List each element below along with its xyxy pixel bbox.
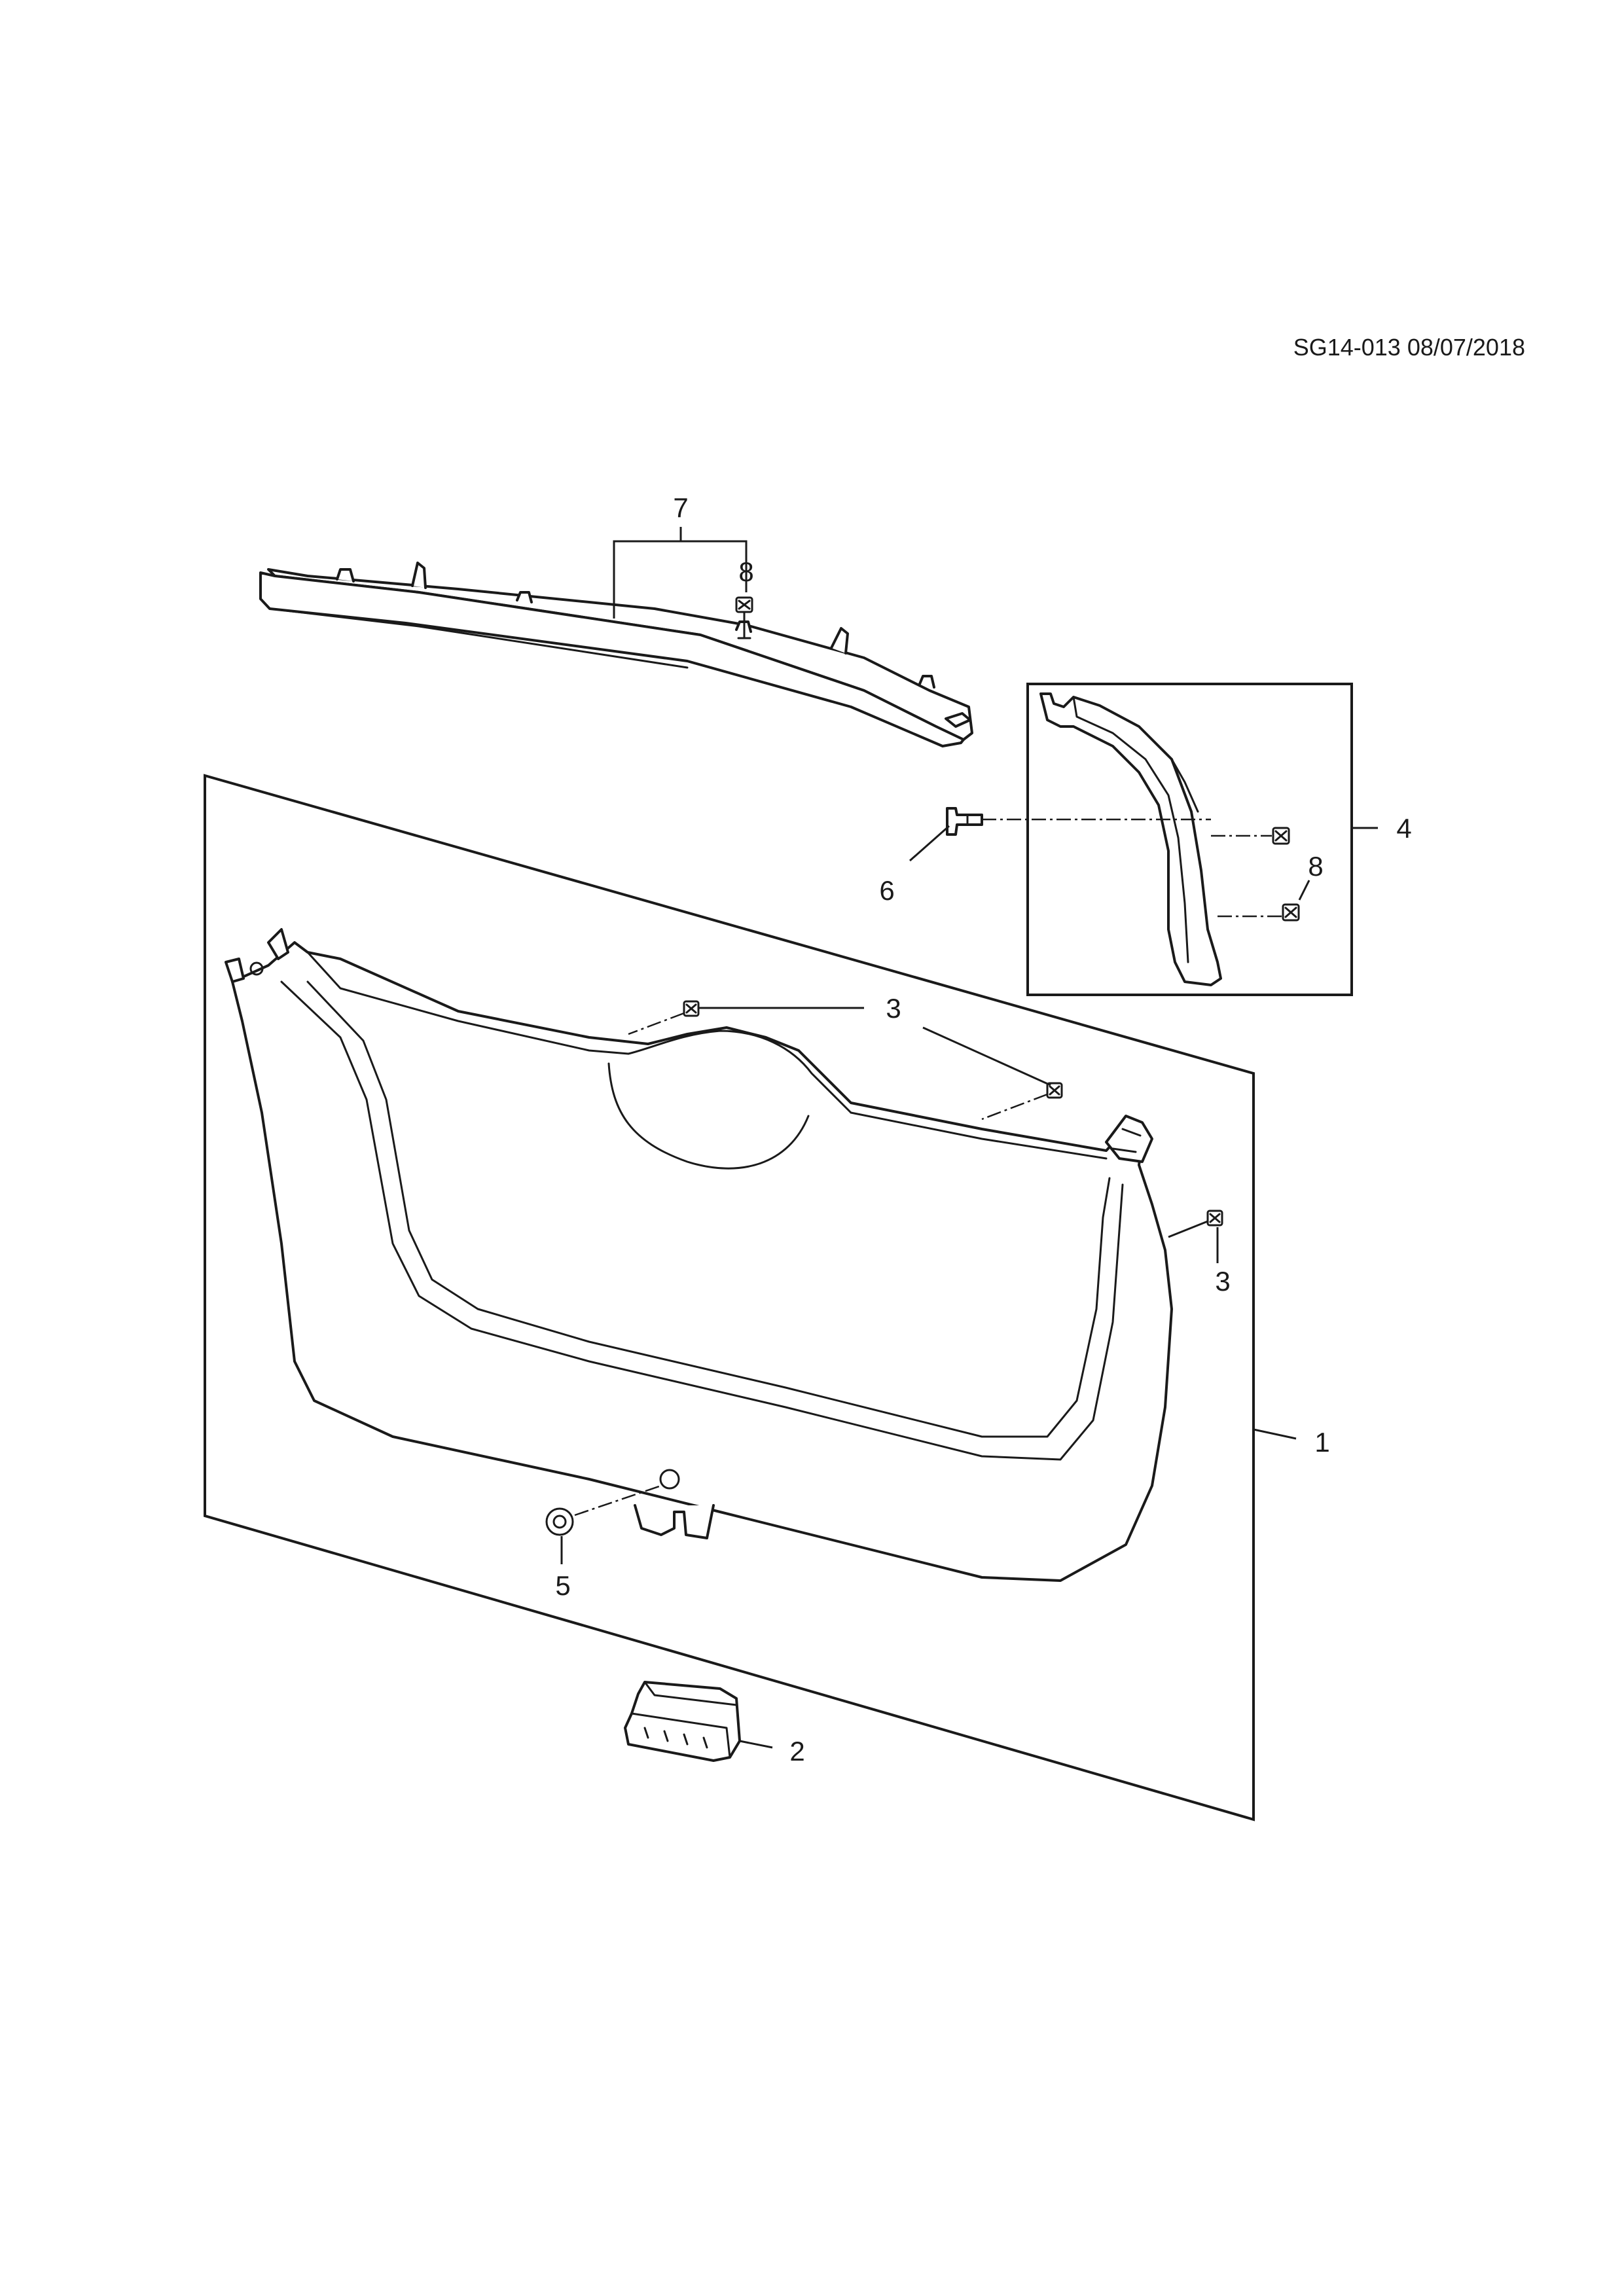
callout-3-leader-b bbox=[922, 1026, 1051, 1086]
side-trim-detail-box bbox=[1026, 683, 1353, 996]
callout-2: 2 bbox=[789, 1736, 804, 1767]
callout-3-upper: 3 bbox=[886, 993, 901, 1024]
callout-1: 1 bbox=[1314, 1427, 1329, 1458]
tailgate-panel-frame bbox=[204, 774, 1255, 1821]
callout-3-side: 3 bbox=[1215, 1266, 1230, 1297]
callout-6-leader bbox=[909, 825, 950, 862]
clip-8-side-upper bbox=[1211, 827, 1290, 845]
callout-2-leader bbox=[739, 1740, 773, 1749]
clip-3-side bbox=[1168, 1210, 1223, 1238]
callout-5: 5 bbox=[555, 1570, 570, 1601]
clip-3-left bbox=[628, 1000, 700, 1035]
callout-4: 4 bbox=[1396, 813, 1411, 844]
clip-8-side-lower bbox=[1218, 903, 1300, 922]
callout-7: 7 bbox=[673, 492, 688, 523]
callout-8-side: 8 bbox=[1308, 851, 1323, 882]
upper-trim-strip bbox=[259, 562, 973, 747]
callout-1-leader bbox=[1253, 1428, 1297, 1440]
drawing-reference: SG14-013 08/07/2018 bbox=[1293, 334, 1525, 361]
callout-8-upper: 8 bbox=[738, 556, 753, 587]
callout-6: 6 bbox=[879, 875, 894, 906]
tailgate-trim-panel bbox=[225, 928, 1173, 1582]
tailgate-handle bbox=[624, 1681, 741, 1762]
push-pin-fastener bbox=[946, 807, 983, 836]
clip-3-right bbox=[981, 1082, 1063, 1121]
callout-8-side-leader bbox=[1298, 880, 1310, 901]
side-trim-piece bbox=[1039, 692, 1222, 986]
